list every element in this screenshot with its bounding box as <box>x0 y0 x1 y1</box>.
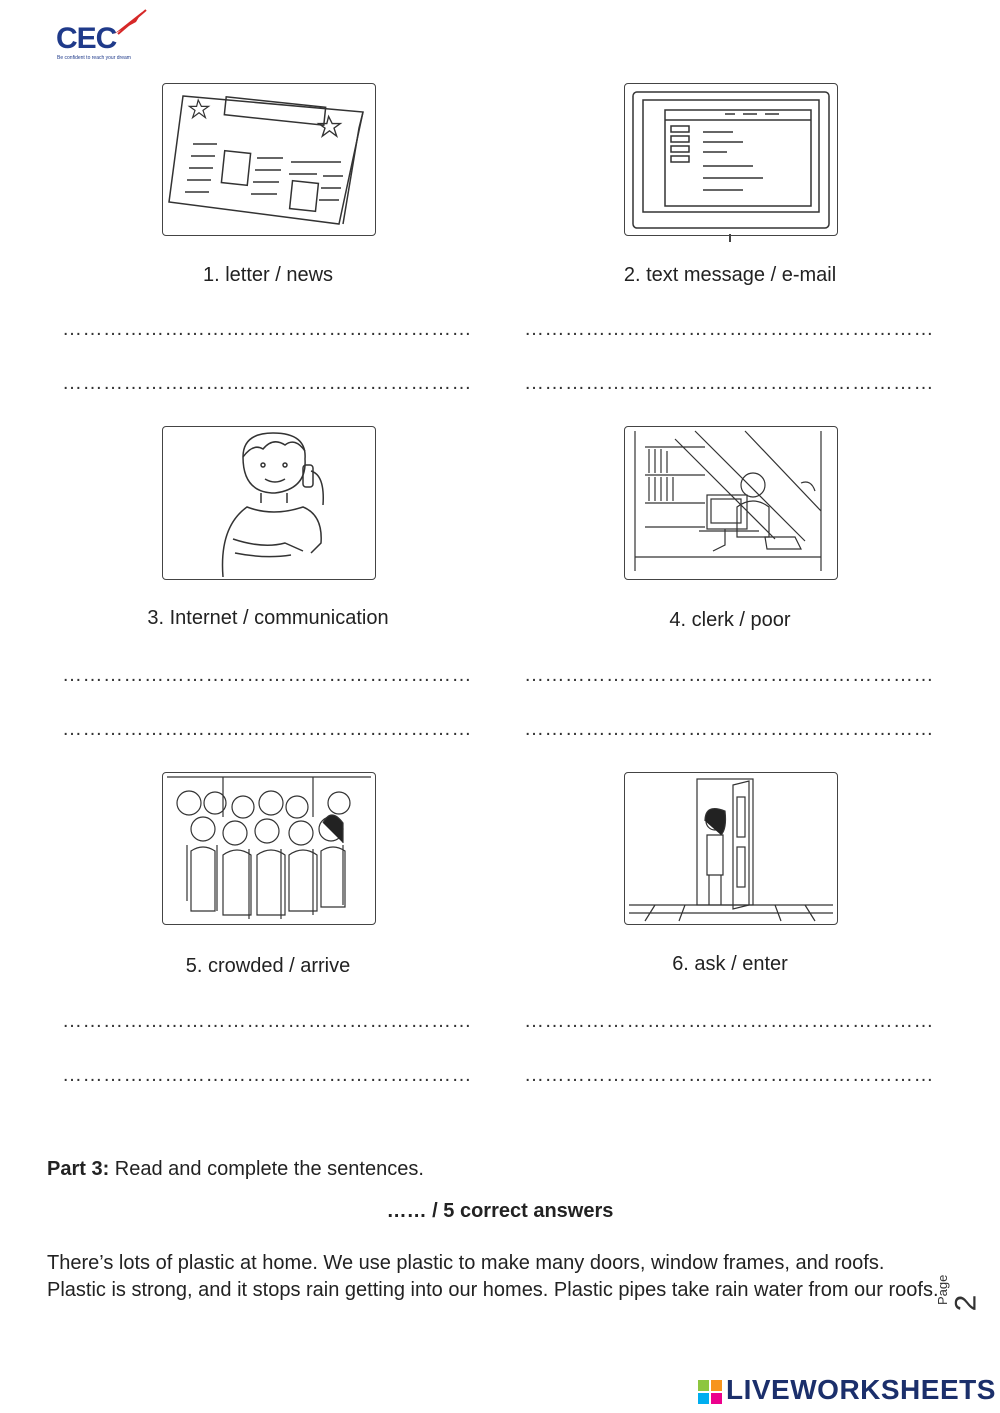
caption-6: 6. ask / enter <box>672 953 788 975</box>
part3-label: Part 3: <box>47 1158 110 1180</box>
page-number: 2 <box>949 1294 983 1312</box>
answer-line[interactable]: …………………………………………………… <box>62 372 472 394</box>
logo-tagline: Be confident to reach your dream <box>57 55 131 61</box>
reading-paragraph: There’s lots of plastic at home. We use … <box>47 1252 939 1301</box>
crowd-icon <box>167 776 371 919</box>
answer-line[interactable]: …………………………………………………… <box>524 1010 934 1032</box>
caption-3: 3. Internet / communication <box>147 607 389 629</box>
cec-logo: CEC <box>56 22 117 55</box>
answer-line[interactable]: …………………………………………………… <box>524 664 934 686</box>
answer-line[interactable]: …………………………………………………… <box>62 718 472 740</box>
answer-line[interactable]: …………………………………………………… <box>524 372 934 394</box>
page-label: Page <box>935 1274 950 1305</box>
answer-line[interactable]: …………………………………………………… <box>62 318 472 340</box>
part3-heading: Part 3: Read and complete the sentences. <box>47 1158 424 1181</box>
score-line: …… / 5 correct answers <box>386 1200 614 1222</box>
monitor-stand <box>729 234 731 242</box>
boy-phone-picture <box>162 426 376 580</box>
liveworksheets-logo-icon <box>698 1380 722 1404</box>
clerk-picture <box>624 426 838 580</box>
girl-at-door-icon <box>629 778 833 922</box>
caption-4: 4. clerk / poor <box>669 609 791 631</box>
answer-line[interactable]: …………………………………………………… <box>62 1010 472 1032</box>
computer-picture <box>624 83 838 236</box>
answer-line[interactable]: …………………………………………………… <box>62 664 472 686</box>
caption-1: 1. letter / news <box>202 264 334 286</box>
caption-2: 2. text message / e-mail <box>623 264 837 286</box>
crowd-picture <box>162 772 376 925</box>
liveworksheets-brand: LIVEWORKSHEETS <box>726 1374 996 1405</box>
answer-line[interactable]: …………………………………………………… <box>524 318 934 340</box>
office-clerk-icon <box>634 430 822 571</box>
answer-line[interactable]: …………………………………………………… <box>524 718 934 740</box>
caption-5: 5. crowded / arrive <box>185 955 351 977</box>
answer-line[interactable]: …………………………………………………… <box>524 1064 934 1086</box>
computer-monitor-icon <box>632 91 830 229</box>
logo-swoosh-icon <box>114 9 147 35</box>
newspaper-icon <box>168 95 364 225</box>
door-picture <box>624 772 838 925</box>
answer-line[interactable]: …………………………………………………… <box>62 1064 472 1086</box>
boy-on-phone-icon <box>221 432 324 578</box>
newspaper-picture <box>162 83 376 236</box>
part3-instruction: Read and complete the sentences. <box>109 1158 424 1180</box>
